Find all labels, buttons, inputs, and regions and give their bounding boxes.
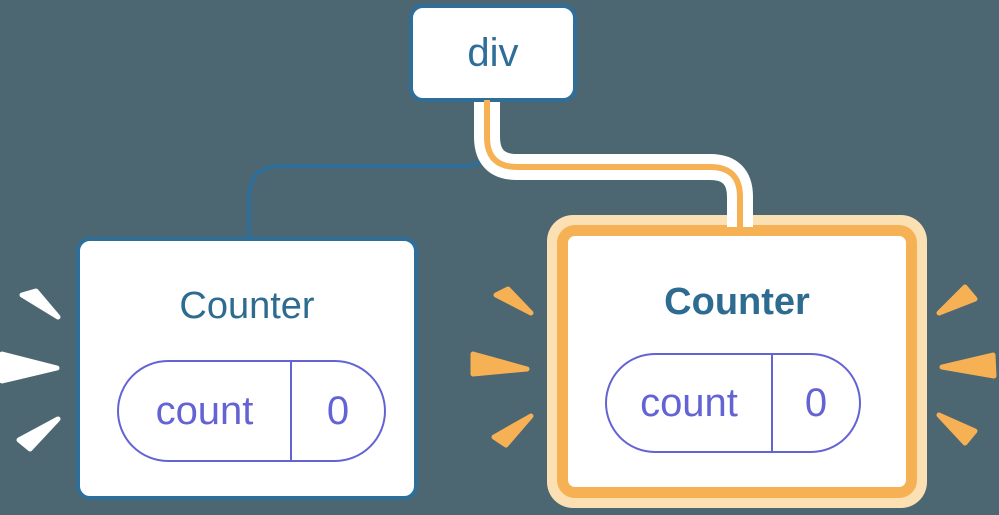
orange-burst-spark-icon: [470, 286, 534, 448]
state-key: count: [119, 362, 292, 460]
state-value: 0: [804, 381, 828, 425]
counter-card-left: Counter count 0: [76, 237, 418, 500]
component-title: Counter: [179, 285, 315, 327]
root-node-div: div: [409, 4, 577, 102]
orange-burst-spark-icon: [936, 284, 997, 446]
state-key: count: [607, 355, 773, 451]
state-pill: count 0: [117, 360, 386, 462]
state-value: 0: [326, 389, 350, 433]
root-node-label: div: [467, 30, 519, 75]
component-title: Counter: [664, 281, 810, 323]
white-burst-spark-icon: [0, 288, 61, 452]
counter-card-right-highlighted: Counter count 0: [547, 215, 927, 508]
state-pill: count 0: [605, 353, 861, 453]
